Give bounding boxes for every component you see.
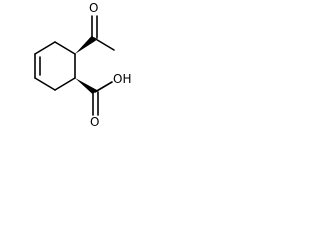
ring-bond-c2-c3 bbox=[34, 41, 56, 55]
ketone-oxygen-label: O bbox=[89, 1, 98, 15]
bond-carbonyl-methyl bbox=[93, 37, 115, 51]
molecule-structure-diagram: O O OH bbox=[34, 1, 131, 129]
wedge-bond-acetyl bbox=[75, 35, 96, 54]
ring-bond-c1-c2 bbox=[54, 41, 76, 55]
bond-carboxyl-hydroxyl bbox=[94, 81, 113, 93]
ring-bond-c4-c5 bbox=[34, 77, 56, 91]
carboxylic-acid-group: O OH bbox=[75, 72, 131, 129]
acetyl-group: O bbox=[75, 1, 115, 54]
acid-oxygen-label: O bbox=[90, 115, 99, 129]
cyclohexene-ring bbox=[34, 41, 76, 91]
acid-hydroxyl-label: OH bbox=[113, 72, 131, 86]
wedge-bond-carboxyl bbox=[75, 78, 97, 94]
ring-bond-c5-c6 bbox=[54, 77, 76, 91]
